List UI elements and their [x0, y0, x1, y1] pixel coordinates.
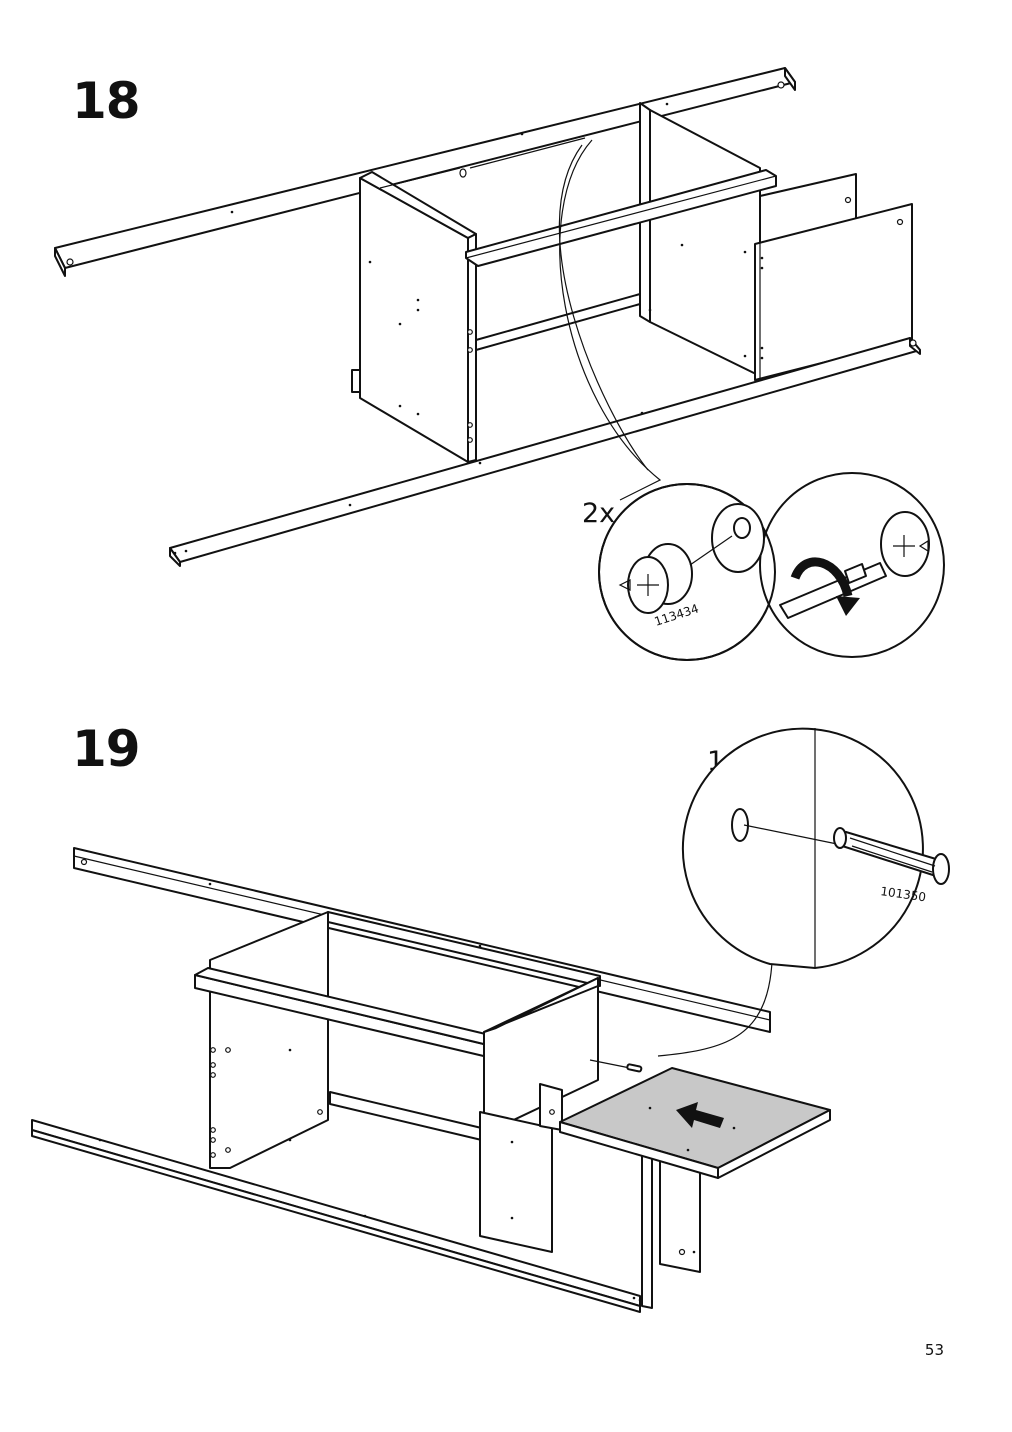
- shelf-rails: [379, 137, 777, 351]
- left-side-panel: [351, 171, 477, 463]
- front-rail-19: [31, 1119, 642, 1313]
- wooden-dowel-icon: [833, 827, 950, 885]
- front-rail: [169, 337, 921, 567]
- step-18-callout-leader: [559, 139, 662, 501]
- step-19-number: 19: [72, 720, 141, 778]
- cam-lock-fitting-icon: [618, 503, 765, 614]
- left-cabinet-frame: [194, 911, 601, 1169]
- right-back-panel: [639, 102, 761, 377]
- step-18-illustration: 113434: [54, 67, 945, 661]
- step-19-part-number: 101350: [880, 884, 927, 904]
- dowel-detail: 101350: [681, 727, 950, 969]
- right-side-panels-19: [641, 1147, 701, 1309]
- shelf-board: [559, 1067, 831, 1179]
- push-arrow-icon: [676, 1102, 724, 1128]
- rotate-arrow-icon: [790, 557, 860, 616]
- cam-lock-detail: 113434: [598, 472, 945, 661]
- step-18-quantity: 2x: [582, 498, 616, 529]
- step-19-illustration: 101350: [31, 727, 950, 1313]
- step-18-number: 18: [72, 72, 141, 130]
- screwdriver-icon: [779, 511, 930, 619]
- back-rail: [54, 67, 796, 277]
- right-front-panels: [743, 173, 913, 381]
- center-divider-panel: [479, 977, 643, 1253]
- page-number: 53: [924, 1341, 944, 1359]
